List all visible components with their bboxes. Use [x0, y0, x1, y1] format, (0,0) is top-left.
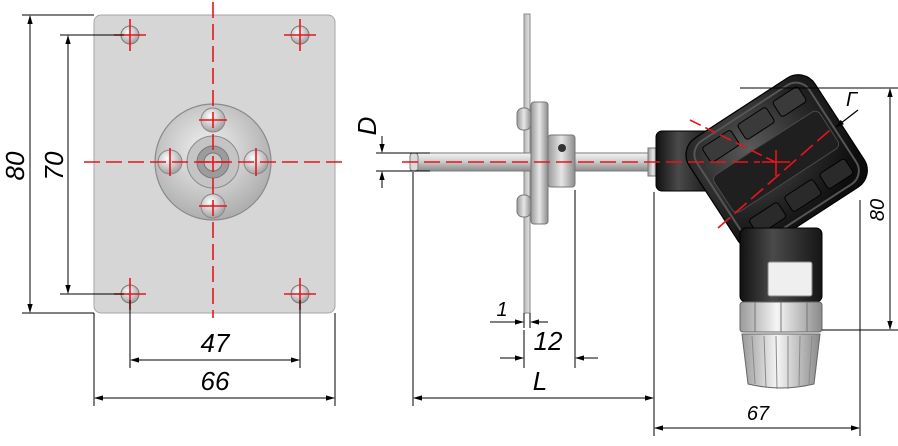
svg-text:Г: Г	[846, 89, 859, 111]
front-view: 80 70 47 66	[0, 2, 346, 406]
side-view: Г D 1 12 L	[352, 13, 898, 436]
dimension-immersion-length	[412, 172, 655, 436]
side-centerlines	[402, 119, 831, 229]
flange-bolt-lower	[516, 194, 532, 218]
dimension-head-height	[740, 87, 898, 331]
dimension-hole-spacing-vertical	[60, 34, 124, 295]
dimension-plate-height	[22, 14, 94, 314]
label-plate-thickness: 1	[496, 299, 507, 321]
label-hole-spacing-vertical: 70	[39, 151, 69, 180]
dimension-plate-thickness	[490, 313, 548, 328]
dimension-tube-diameter	[376, 136, 430, 188]
dimension-flange-length	[500, 190, 598, 368]
dimension-head-width	[654, 200, 861, 436]
label-tube-diameter: D	[352, 117, 382, 136]
gland-label	[767, 261, 813, 297]
compression-fitting	[547, 134, 576, 188]
section-marker: Г	[835, 89, 859, 128]
front-centerlines	[84, 2, 346, 318]
dimension-hole-spacing-horizontal	[129, 300, 301, 368]
label-plate-width: 66	[201, 366, 230, 396]
label-flange-length: 12	[534, 326, 563, 356]
flange-side	[530, 101, 549, 225]
label-plate-height: 80	[0, 151, 30, 180]
dimension-plate-width	[93, 313, 336, 406]
gland-cap	[741, 333, 821, 389]
label-head-width: 67	[747, 403, 770, 425]
label-head-height: 80	[867, 199, 889, 221]
label-immersion-length: L	[533, 366, 547, 396]
flange-bolt-upper	[516, 107, 532, 131]
label-hole-spacing-horizontal: 47	[201, 328, 231, 358]
